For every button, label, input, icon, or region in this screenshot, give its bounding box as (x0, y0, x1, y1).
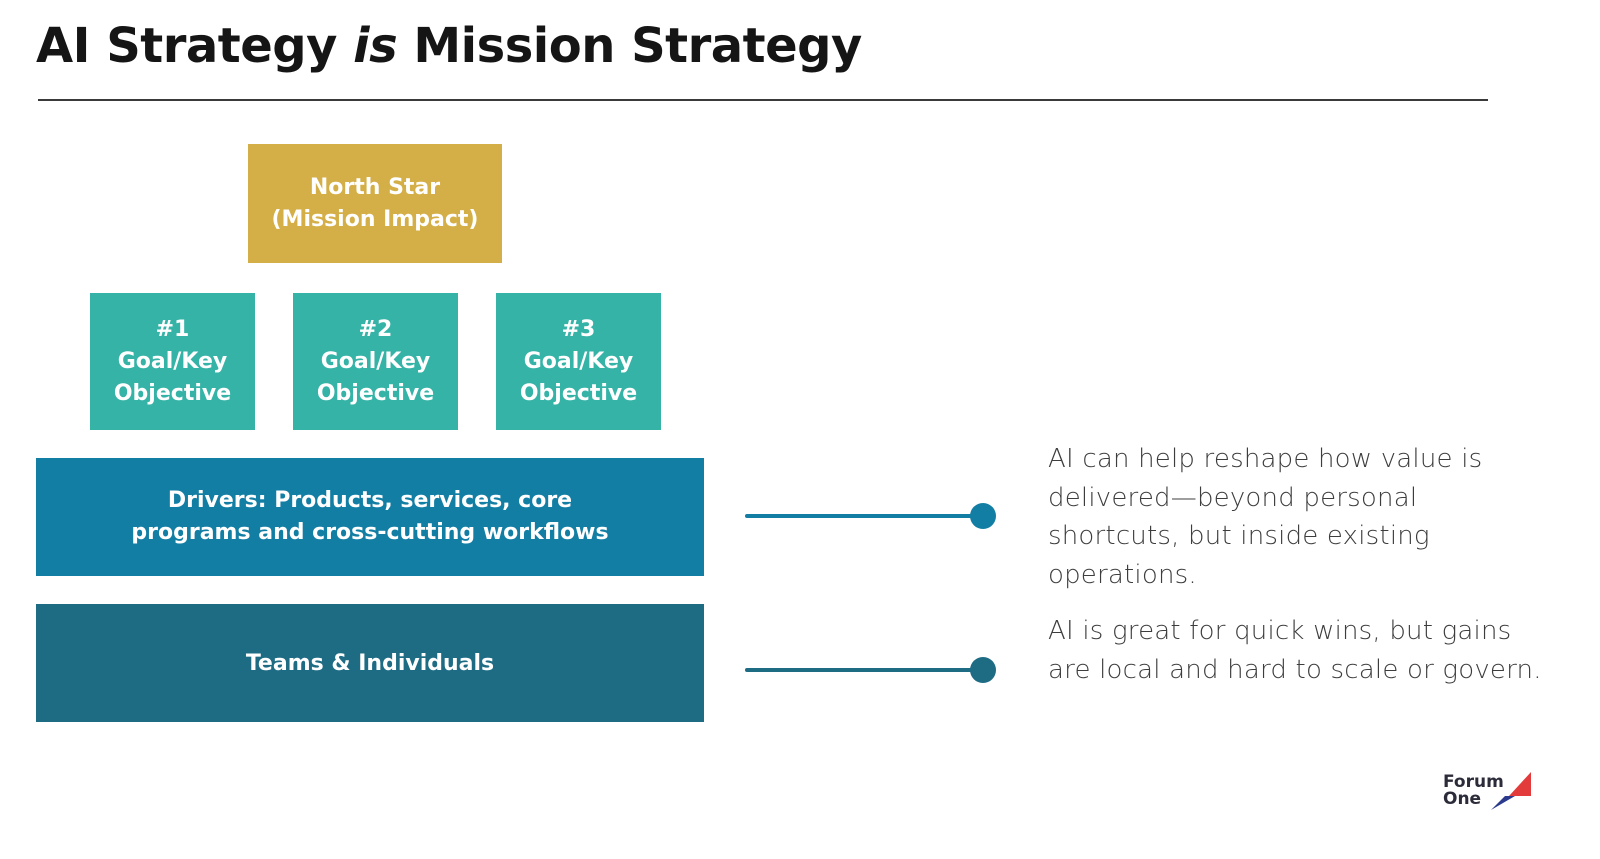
drivers-box: Drivers: Products, services, core progra… (36, 458, 704, 576)
teams-box: Teams & Individuals (36, 604, 704, 722)
logo-line-1: Forum (1443, 772, 1504, 792)
goal-1-line-2: Objective (113, 380, 232, 406)
north-star-box: North Star (Mission Impact) (248, 144, 502, 263)
goal-box-2: #2 Goal/Key Objective (293, 293, 458, 430)
goal-3-line-1: Goal/Key (523, 348, 634, 374)
logo-navy-shape (1491, 796, 1515, 810)
teams-note: AI is great for quick wins, but gains ar… (1048, 616, 1542, 685)
title-emphasis: is (353, 18, 398, 74)
teams-connector-dot (970, 657, 996, 683)
drivers-note: AI can help reshape how value is deliver… (1048, 444, 1483, 590)
logo-line-2: One (1443, 789, 1482, 809)
goal-2-number: #2 (358, 316, 393, 342)
north-star-line-2: (Mission Impact) (271, 206, 479, 232)
forum-one-logo: Forum One (1443, 770, 1538, 815)
drivers-connector-line (745, 514, 981, 518)
title-part-1: AI Strategy (36, 18, 354, 74)
teams-label: Teams & Individuals (245, 650, 495, 676)
goal-2-line-2: Objective (316, 380, 435, 406)
title-divider (38, 99, 1488, 101)
goal-3-number: #3 (561, 316, 596, 342)
goal-1-number: #1 (155, 316, 190, 342)
logo-red-shape (1509, 772, 1531, 796)
logo-wordmark: Forum One (1443, 774, 1504, 808)
goal-1-line-1: Goal/Key (117, 348, 228, 374)
goal-box-3: #3 Goal/Key Objective (496, 293, 661, 430)
drivers-connector-dot (970, 503, 996, 529)
goal-3-line-2: Objective (519, 380, 638, 406)
goal-box-1: #1 Goal/Key Objective (90, 293, 255, 430)
north-star-line-1: North Star (309, 174, 441, 200)
logo-mark-icon (1491, 772, 1531, 810)
title-part-2: Mission Strategy (397, 18, 862, 74)
teams-connector-line (745, 668, 981, 672)
goal-2-line-1: Goal/Key (320, 348, 431, 374)
drivers-label: Drivers: Products, services, core progra… (131, 488, 609, 545)
slide-title: AI Strategy is Mission Strategy (36, 18, 862, 74)
